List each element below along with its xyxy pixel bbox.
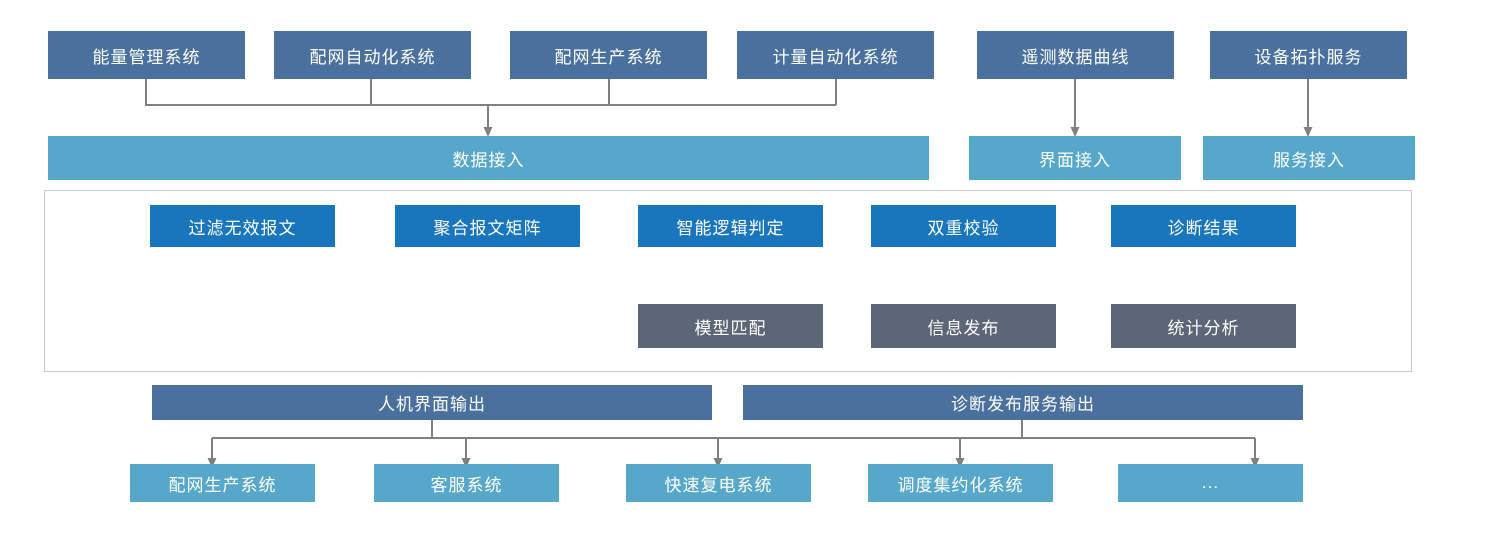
subprocess-label: 模型匹配 [694,318,767,338]
output-label: 人机界面输出 [378,395,486,414]
source-box-telemetry-curve[interactable]: 遥测数据曲线 [977,31,1174,79]
source-label: 计量自动化系统 [772,47,899,67]
subprocess-box-model-matching[interactable]: 模型匹配 [638,304,823,348]
access-label: 界面接入 [1039,150,1111,170]
source-box-metering-automation[interactable]: 计量自动化系统 [737,31,934,79]
access-label: 服务接入 [1273,150,1345,170]
consumer-label: 调度集约化系统 [897,475,1024,495]
access-label: 数据接入 [452,150,525,170]
consumer-label: 快速复电系统 [664,475,773,495]
source-label: 设备拓扑服务 [1254,47,1363,67]
consumer-box-fast-power-restoration[interactable]: 快速复电系统 [626,464,811,502]
access-bar-service[interactable]: 服务接入 [1203,136,1415,180]
subprocess-box-statistical-analysis[interactable]: 统计分析 [1111,304,1296,348]
consumer-box-dispatch-intensive[interactable]: 调度集约化系统 [868,464,1053,502]
pipeline-label: 智能逻辑判定 [676,218,785,238]
consumer-label: 客服系统 [430,475,503,495]
pipeline-box-double-verification[interactable]: 双重校验 [871,205,1056,247]
consumer-box-more[interactable]: ... [1118,464,1303,502]
output-bar-diagnosis-publish-service[interactable]: 诊断发布服务输出 [743,385,1303,420]
pipeline-box-diagnosis-result[interactable]: 诊断结果 [1111,205,1296,247]
source-box-distribution-automation[interactable]: 配网自动化系统 [274,31,471,79]
source-box-device-topology-service[interactable]: 设备拓扑服务 [1210,31,1407,79]
pipeline-box-intelligent-logic-decision[interactable]: 智能逻辑判定 [638,205,823,247]
consumer-box-customer-service[interactable]: 客服系统 [374,464,559,502]
consumer-label: 配网生产系统 [168,475,277,495]
source-box-energy-management[interactable]: 能量管理系统 [48,31,245,79]
consumer-box-distribution-production[interactable]: 配网生产系统 [130,464,315,502]
source-label: 配网自动化系统 [309,47,436,67]
pipeline-label: 过滤无效报文 [188,218,297,238]
pipeline-box-filter-invalid-messages[interactable]: 过滤无效报文 [150,205,335,247]
subprocess-box-information-publish[interactable]: 信息发布 [871,304,1056,348]
pipeline-label: 诊断结果 [1167,218,1240,238]
source-label: 能量管理系统 [92,47,201,67]
subprocess-label: 统计分析 [1167,318,1240,338]
output-label: 诊断发布服务输出 [951,395,1095,414]
access-bar-data[interactable]: 数据接入 [48,136,929,180]
pipeline-label: 聚合报文矩阵 [433,218,542,238]
output-bar-hmi[interactable]: 人机界面输出 [152,385,712,420]
source-label: 遥测数据曲线 [1021,47,1130,67]
pipeline-label: 双重校验 [927,218,1000,238]
access-bar-interface[interactable]: 界面接入 [969,136,1181,180]
consumer-label: ... [1201,473,1220,492]
source-box-distribution-production[interactable]: 配网生产系统 [510,31,707,79]
subprocess-label: 信息发布 [927,318,1000,338]
pipeline-box-aggregate-message-matrix[interactable]: 聚合报文矩阵 [395,205,580,247]
source-label: 配网生产系统 [554,47,663,67]
